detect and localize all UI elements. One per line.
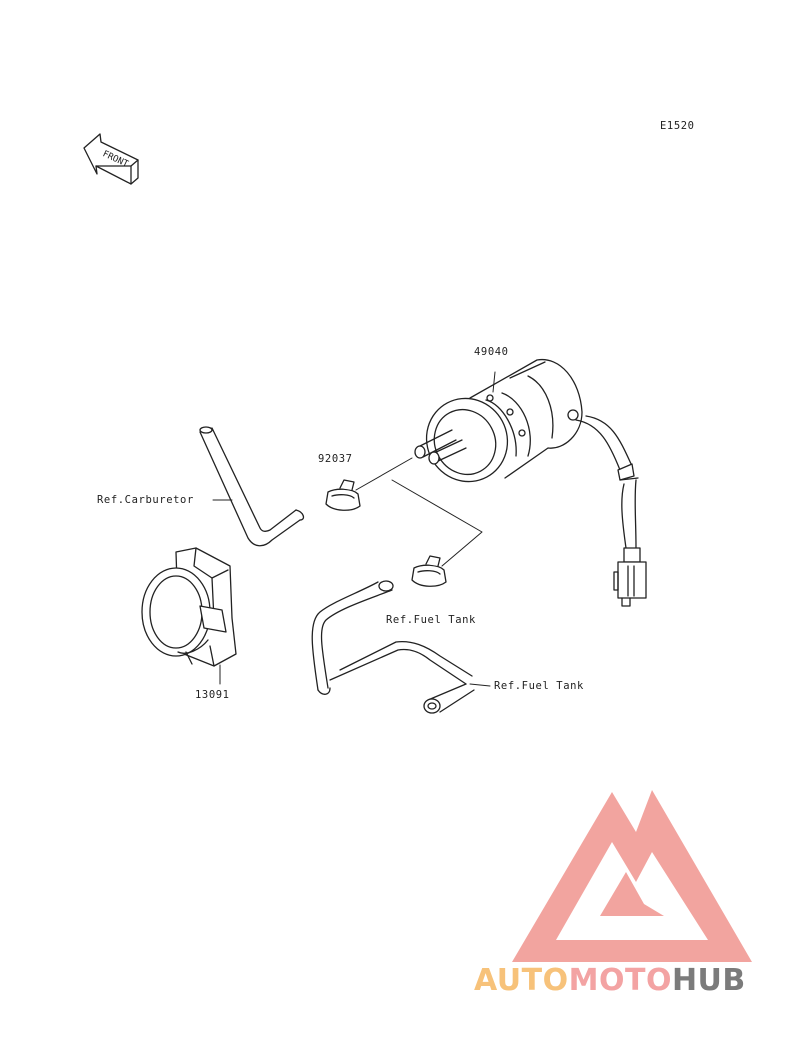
part-number-label[interactable]: 92037 (318, 453, 353, 465)
pump-wire-harness (575, 415, 647, 607)
reference-label: Ref.Fuel Tank (494, 680, 584, 692)
watermark-brand: AUTOMOTOHUB (474, 963, 746, 998)
fuel-pump-part (414, 358, 583, 483)
reference-label: Ref.Fuel Tank (386, 614, 476, 626)
watermark-moto: MOTO (568, 963, 672, 998)
leader-lines (212, 371, 496, 687)
reference-code: E1520 (660, 120, 695, 132)
fuel-tank-hose-part (311, 580, 475, 714)
large-clamp-part (141, 547, 237, 667)
hose-clamp-lower-part (411, 555, 447, 587)
reference-label: Ref.Carburetor (97, 494, 194, 506)
part-number-label[interactable]: 13091 (195, 689, 230, 701)
part-number-label[interactable]: 49040 (474, 346, 509, 358)
carburetor-hose-part (199, 426, 305, 547)
front-arrow-icon: FRONT (83, 133, 139, 185)
automotohub-logo-icon (512, 790, 752, 962)
hose-clamp-part (325, 479, 361, 511)
watermark-auto: AUTO (474, 963, 569, 998)
watermark-hub: HUB (671, 963, 746, 998)
